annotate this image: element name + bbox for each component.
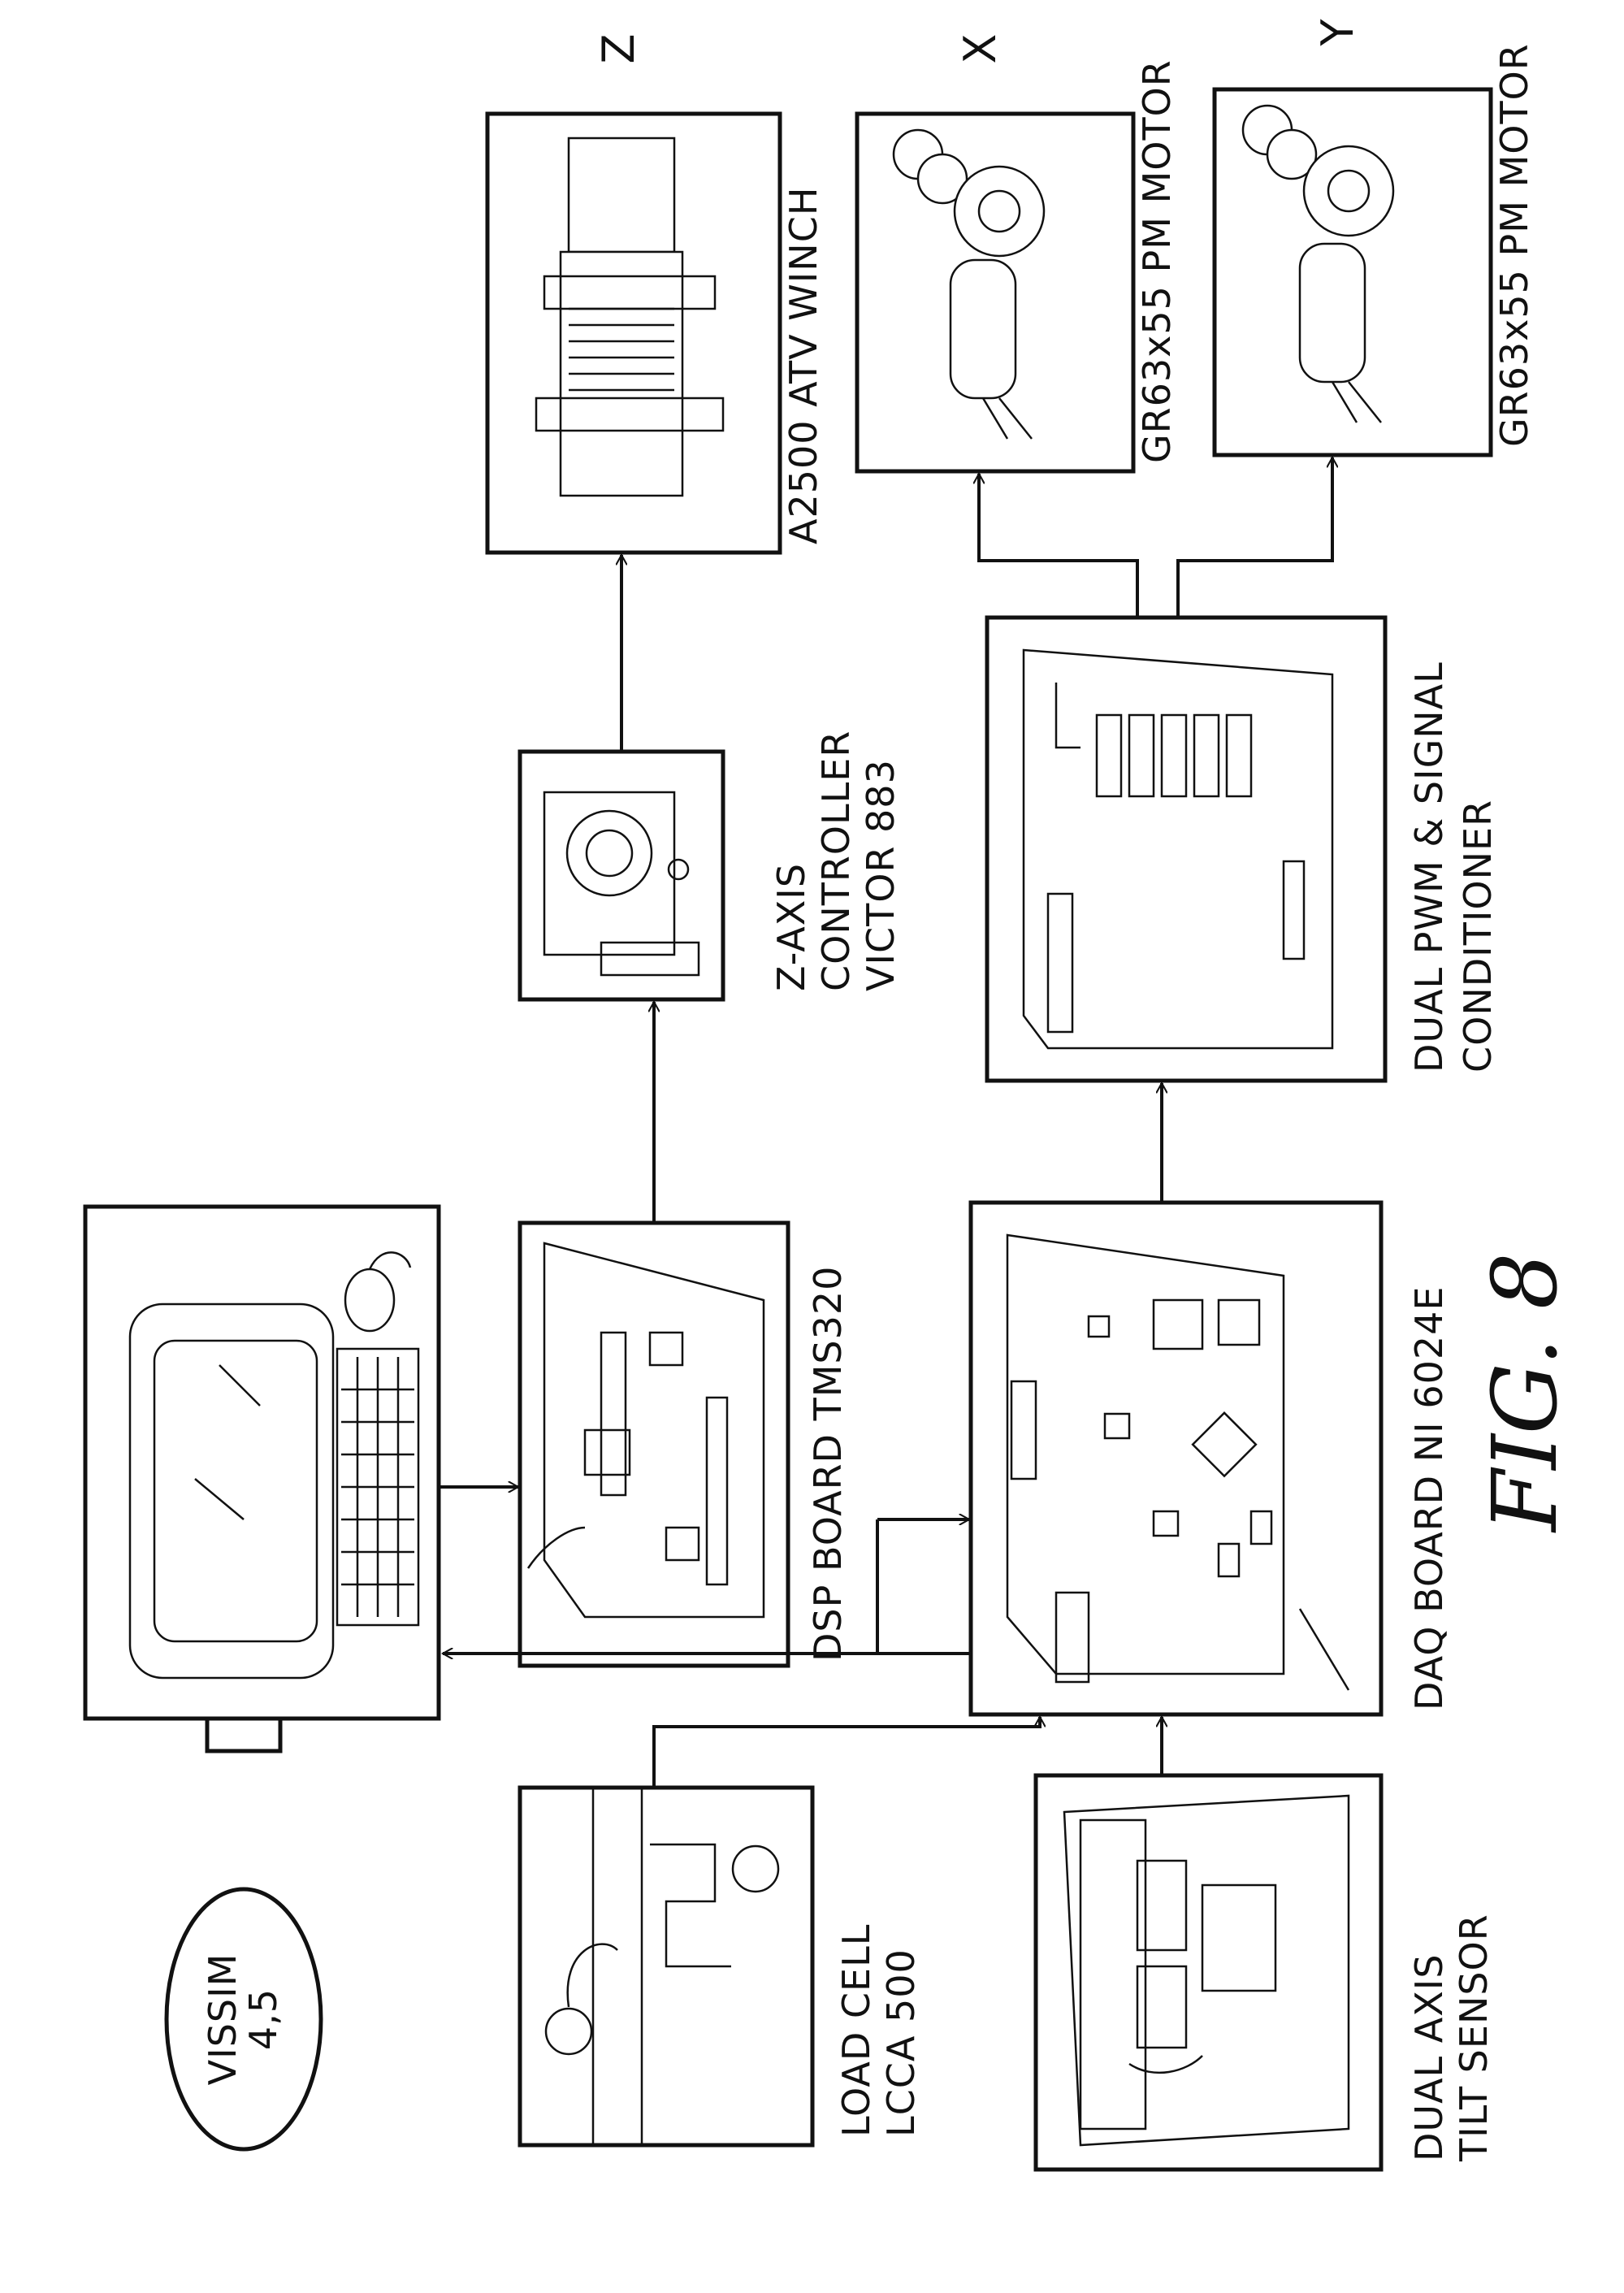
motor-x-label: GR63x55 PM MOTOR <box>1135 59 1179 463</box>
motor-y-label: GR63x55 PM MOTOR <box>1492 43 1536 447</box>
z-controller-label-1: Z-AXIS <box>769 863 813 991</box>
tilt-sensor-label-2: TILT SENSOR <box>1452 1914 1496 2162</box>
keyboard-icon <box>337 1349 418 1625</box>
dsp-board-label: DSP BOARD TMS320 <box>806 1266 850 1662</box>
arrow-pwm-to-motor-y <box>1178 457 1332 618</box>
vissim-label: VISSIM <box>201 1953 245 2086</box>
z-controller-label-2: CONTROLLER <box>814 730 858 991</box>
daq-board-block: DAQ BOARD NI 6024E <box>971 1203 1451 1714</box>
dsp-board-block: DSP BOARD TMS320 <box>520 1223 850 1666</box>
winch-label: A2500 ATV WINCH <box>782 187 825 544</box>
load-cell-block: LOAD CELL LCCA 500 <box>520 1788 923 2145</box>
winch-block: A2500 ATV WINCH Z <box>487 34 825 553</box>
tilt-sensor-label-1: DUAL AXIS <box>1407 1953 1451 2161</box>
figure-label: FIG. 8 <box>1473 1252 1577 1533</box>
arrow-loadcell-to-daq <box>654 1717 1040 1788</box>
z-controller-label-3: VICTOR 883 <box>859 759 903 991</box>
circuit-board-icon <box>528 1243 764 1617</box>
connector-daq-bus <box>877 1519 971 1654</box>
motor-x-block: GR63x55 PM MOTOR X <box>857 34 1179 472</box>
load-cell-label-2: LCCA 500 <box>879 1948 923 2137</box>
pwm-conditioner-label-1: DUAL PWM & SIGNAL <box>1407 661 1451 1073</box>
axis-y-label: Y <box>1312 19 1363 47</box>
daq-board-label: DAQ BOARD NI 6024E <box>1407 1286 1451 1710</box>
circuit-board-icon <box>1024 650 1332 1048</box>
pwm-conditioner-block: DUAL PWM & SIGNAL CONDITIONER <box>987 618 1500 1081</box>
tilt-sensor-icon <box>1064 1796 1349 2145</box>
computer-block <box>85 1207 439 1719</box>
monitor-icon <box>130 1304 333 1678</box>
z-controller-block: Z-AXIS CONTROLLER VICTOR 883 <box>520 730 903 999</box>
axis-z-label: Z <box>593 34 644 64</box>
vissim-node: VISSIM 4,5 <box>167 1889 321 2149</box>
tilt-sensor-block: DUAL AXIS TILT SENSOR <box>1036 1775 1496 2169</box>
load-cell-label-1: LOAD CELL <box>834 1924 878 2137</box>
pwm-conditioner-label-2: CONDITIONER <box>1456 800 1500 1073</box>
arrow-pwm-to-motor-x <box>979 474 1137 618</box>
vissim-version: 4,5 <box>241 1988 285 2050</box>
axis-x-label: X <box>955 34 1006 64</box>
motor-y-block: GR63x55 PM MOTOR Y <box>1215 19 1536 456</box>
